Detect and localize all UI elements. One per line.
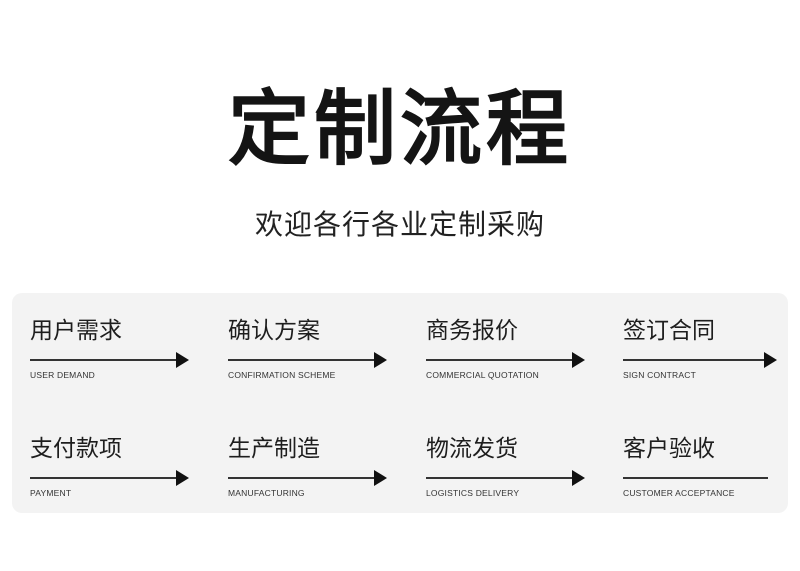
arrow-right-icon <box>374 352 387 368</box>
step-subtitle: COMMERCIAL QUOTATION <box>426 370 539 380</box>
step-subtitle: PAYMENT <box>30 488 72 498</box>
process-panel: 用户需求 USER DEMAND 确认方案 CONFIRMATION SCHEM… <box>12 293 788 513</box>
step-subtitle: LOGISTICS DELIVERY <box>426 488 520 498</box>
step-connector-line <box>426 477 576 479</box>
process-step-manufacturing: 生产制造 MANUFACTURING <box>228 433 408 498</box>
process-step-payment: 支付款项 PAYMENT <box>30 433 210 498</box>
step-title: 支付款项 <box>30 436 122 462</box>
step-subtitle: SIGN CONTRACT <box>623 370 696 380</box>
step-connector-line <box>30 359 180 361</box>
arrow-right-icon <box>572 470 585 486</box>
step-title: 用户需求 <box>30 318 122 344</box>
process-step-customer-acceptance: 客户验收 CUSTOMER ACCEPTANCE <box>623 433 800 498</box>
step-connector-line <box>228 477 378 479</box>
process-step-sign-contract: 签订合同 SIGN CONTRACT <box>623 315 800 380</box>
step-title: 商务报价 <box>426 318 518 344</box>
page-title: 定制流程 <box>227 82 572 177</box>
step-subtitle: CONFIRMATION SCHEME <box>228 370 336 380</box>
process-step-user-demand: 用户需求 USER DEMAND <box>30 315 210 380</box>
page-subtitle: 欢迎各行各业定制采购 <box>254 208 545 241</box>
step-connector-line <box>228 359 378 361</box>
arrow-right-icon <box>572 352 585 368</box>
step-connector-line <box>30 477 180 479</box>
arrow-right-icon <box>176 352 189 368</box>
step-title: 确认方案 <box>228 318 320 344</box>
process-step-confirmation-scheme: 确认方案 CONFIRMATION SCHEME <box>228 315 408 380</box>
step-title: 生产制造 <box>228 436 320 462</box>
step-subtitle: USER DEMAND <box>30 370 96 380</box>
step-connector-line <box>623 359 768 361</box>
arrow-right-icon <box>764 352 777 368</box>
step-title: 物流发货 <box>426 436 518 462</box>
step-subtitle: CUSTOMER ACCEPTANCE <box>623 488 735 498</box>
step-title: 客户验收 <box>623 436 715 462</box>
process-step-logistics-delivery: 物流发货 LOGISTICS DELIVERY <box>426 433 606 498</box>
step-title: 签订合同 <box>623 318 715 344</box>
arrow-right-icon <box>374 470 387 486</box>
step-connector-line <box>623 477 768 479</box>
step-connector-line <box>426 359 576 361</box>
step-subtitle: MANUFACTURING <box>228 488 305 498</box>
process-step-commercial-quotation: 商务报价 COMMERCIAL QUOTATION <box>426 315 606 380</box>
arrow-right-icon <box>176 470 189 486</box>
